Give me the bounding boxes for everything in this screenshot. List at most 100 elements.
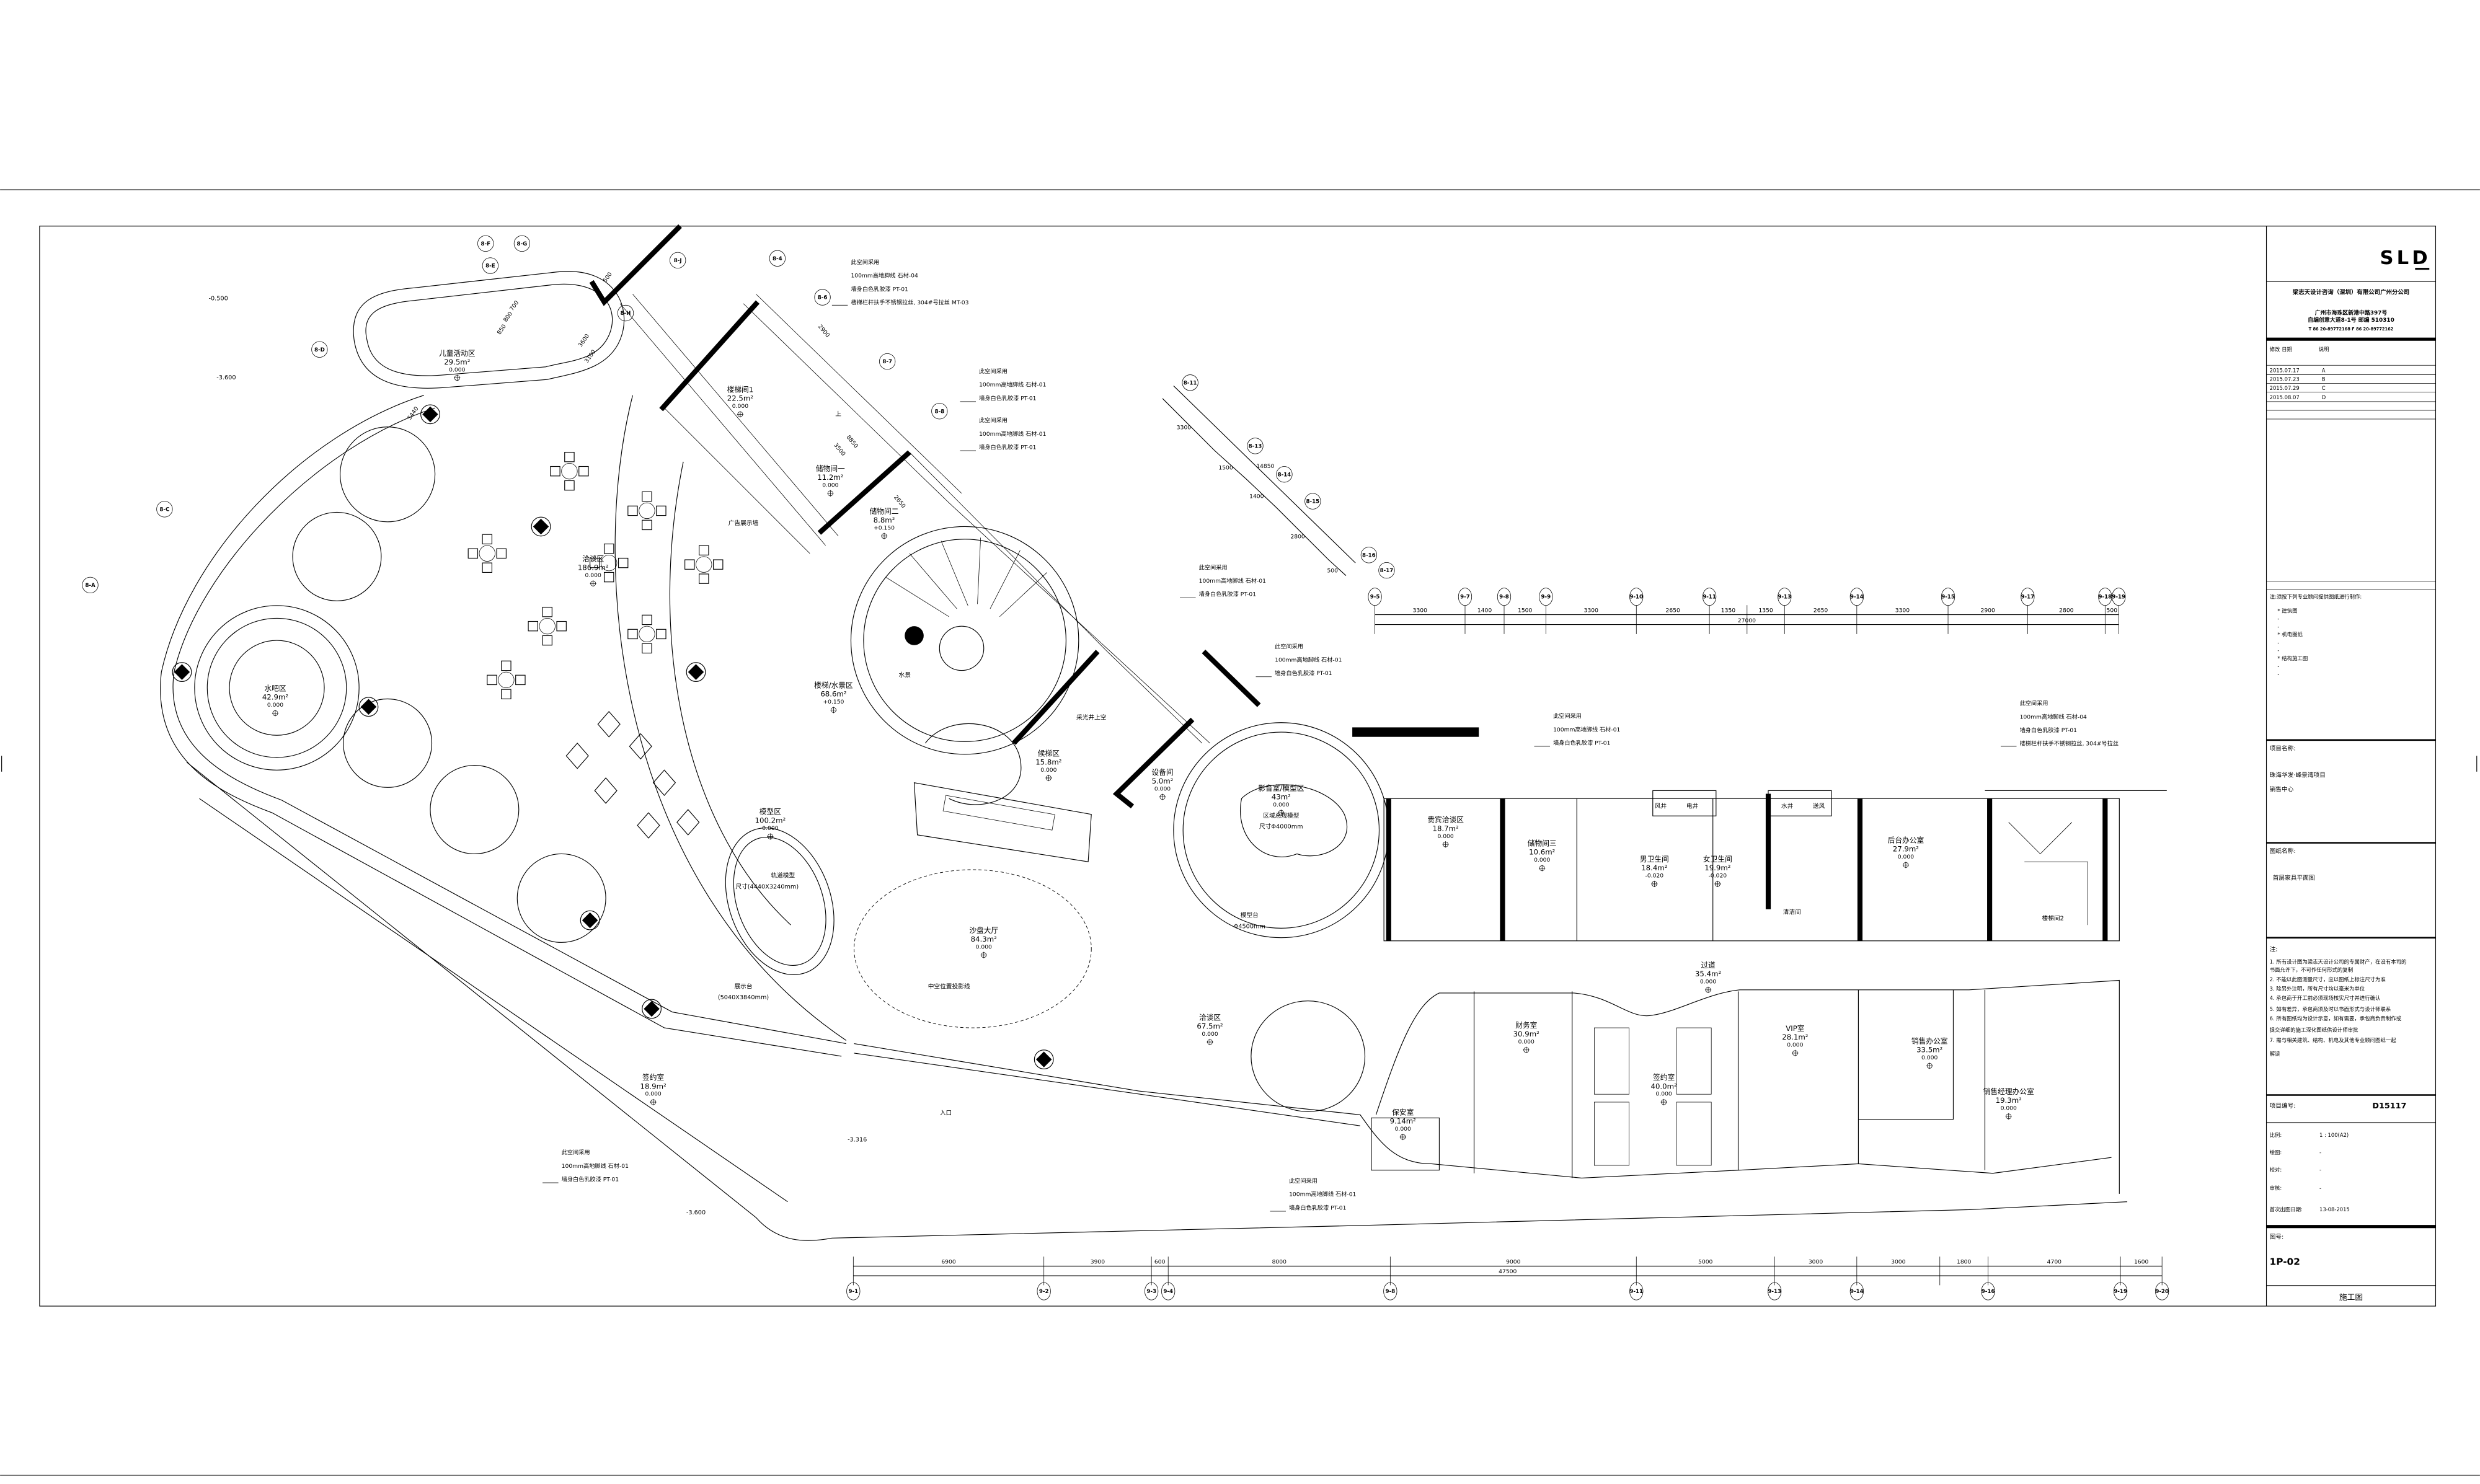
project-name-label: 项目名称:	[2270, 744, 2296, 752]
room-area: 186.9m²	[578, 563, 609, 572]
grid-axis-label: 9-3	[1146, 1289, 1156, 1295]
checked-by-label: 校对:	[2270, 1167, 2282, 1173]
plan-label: 尺寸(4440X3240mm)	[735, 883, 799, 891]
grid-axis-bubble: 9-16	[1981, 1282, 1995, 1301]
reference-list: * 建筑图--* 机电图纸--* 结构施工图--	[2277, 607, 2308, 677]
dimension-value: 3500	[832, 442, 847, 457]
room-name: 签约室	[1653, 1073, 1675, 1082]
level-marker-icon	[830, 707, 837, 713]
room-area: 42.9m²	[262, 693, 288, 702]
room-area: 10.6m²	[1529, 848, 1555, 857]
room-name: 保安室	[1392, 1108, 1414, 1116]
grid-axis-label: 9-20	[2155, 1289, 2169, 1295]
level-marker-icon	[1651, 880, 1658, 888]
dimension-value: 5440	[406, 405, 420, 422]
grid-axis-bubble: 9-18	[2098, 588, 2112, 606]
room-name: 贵宾洽谈区	[1427, 815, 1464, 824]
callout-line: 此空间采用	[979, 417, 1008, 424]
revision-date: 2015.07.17	[2270, 368, 2300, 374]
level-marker-icon	[1278, 810, 1285, 816]
room-elevation: 0.000	[1534, 857, 1550, 863]
grid-axis-bubble: 9-19	[2112, 588, 2126, 606]
grid-axis-label: 9-16	[1982, 1289, 1995, 1295]
grid-axis-bubble: 9-11	[1629, 1282, 1644, 1301]
level-marker-icon	[2005, 1113, 2012, 1120]
reference-item: * 建筑图	[2277, 607, 2297, 614]
dimension-total: 27000	[1738, 617, 1756, 624]
grid-axis-label: 9-15	[1941, 594, 1955, 601]
dimension-value: 2650	[1814, 607, 1828, 614]
company-address-2: 自编创意大道8-1号 邮编 510310	[2308, 316, 2394, 324]
room-name: 销售经理办公室	[1983, 1087, 2034, 1096]
room-name: 过道	[1701, 961, 1716, 969]
callout-line: 此空间采用	[1275, 643, 1303, 650]
room-elevation: 0.000	[1437, 833, 1453, 840]
callout-line: 墙身白色乳胶漆 PT-01	[851, 285, 908, 293]
company-phone-fax: T 86 20-89772168 F 86 20-89772162	[2309, 327, 2394, 332]
room-name: 设备间	[1151, 768, 1173, 777]
level-marker-icon	[1792, 1049, 1799, 1056]
callout-line: 此空间采用	[1289, 1177, 1318, 1185]
callout-line: 100mm高地脚线 石材-01	[1289, 1191, 1356, 1198]
display-stand	[597, 711, 621, 738]
grid-axis-bubble: 9-5	[1368, 588, 1382, 606]
level-marker-icon	[1523, 1046, 1530, 1053]
grid-axis-bubble: 9-9	[1539, 588, 1553, 606]
room-area: 19.3m²	[1996, 1096, 2022, 1105]
callout-line: 墙身白色乳胶漆 PT-01	[979, 443, 1036, 451]
grid-axis-bubble: 9-13	[1778, 588, 1792, 606]
grid-axis-label: 8-13	[1249, 443, 1262, 449]
grid-axis-label: 8-16	[1362, 552, 1376, 559]
dimension-value: 1500	[1518, 607, 1533, 614]
callout-line: 墙身白色乳胶漆 PT-01	[2020, 727, 2077, 734]
dimension-value: 500	[1327, 567, 1338, 574]
grid-axis-label: 9-8	[1499, 594, 1509, 601]
spot-level: -3.600	[686, 1209, 706, 1216]
company-address-1: 广州市海珠区新港中路397号	[2315, 309, 2388, 317]
grid-axis-bubble: 8-15	[1304, 493, 1321, 510]
revision-date: 2015.07.23	[2270, 376, 2300, 382]
callout-line: 100mm高地脚线 石材-01	[1199, 577, 1266, 585]
grid-axis-label: 9-17	[2021, 594, 2035, 601]
room-name: 模型区	[760, 808, 781, 816]
table-with-chairs	[627, 614, 666, 654]
reference-item: -	[2277, 639, 2279, 645]
dimension-value: 9000	[1506, 1259, 1521, 1266]
display-stand	[652, 769, 676, 796]
room-name: 儿童活动区	[439, 349, 476, 358]
dimension-value: 3300	[1177, 425, 1192, 431]
callout-line: 楼梯栏杆扶手不锈钢拉丝, 304#号拉丝	[2020, 740, 2119, 748]
room-area: 30.9m²	[1513, 1030, 1539, 1038]
table-with-chairs	[590, 543, 629, 583]
room-elevation: 0.000	[1518, 1039, 1534, 1046]
grid-axis-label: 8-E	[485, 263, 495, 270]
plan-label: 水井	[1781, 802, 1794, 810]
callout-line: 墙身白色乳胶漆 PT-01	[562, 1176, 619, 1183]
grid-axis-label: 8-H	[621, 311, 631, 317]
room-elevation: 0.000	[822, 482, 838, 489]
dimension-value: 3000	[1809, 1259, 1823, 1266]
spot-level: -0.500	[209, 296, 228, 303]
grid-axis-bubble: 9-14	[1849, 588, 1864, 606]
grid-axis-label: 8-8	[935, 409, 945, 415]
dimension-value: 500	[2107, 607, 2118, 614]
plan-label: 送风	[1813, 802, 1825, 810]
plan-label: 电井	[1686, 802, 1699, 810]
dimension-value: 1400	[1249, 493, 1264, 500]
plan-label: Φ4500mm	[1234, 923, 1265, 930]
room-area: 35.4m²	[1695, 969, 1721, 978]
table-with-chairs	[550, 451, 589, 491]
grid-axis-label: 9-5	[1370, 594, 1380, 601]
scale-label: 比例:	[2270, 1132, 2282, 1138]
callout-line: 此空间采用	[851, 258, 879, 266]
callout-line: 楼梯栏杆扶手不锈钢拉丝, 304#号拉丝 MT-03	[851, 299, 968, 306]
plan-label: 风井	[1655, 802, 1667, 810]
room-area: 9.14m²	[1390, 1116, 1416, 1125]
grid-axis-bubble: 8-13	[1247, 438, 1264, 454]
